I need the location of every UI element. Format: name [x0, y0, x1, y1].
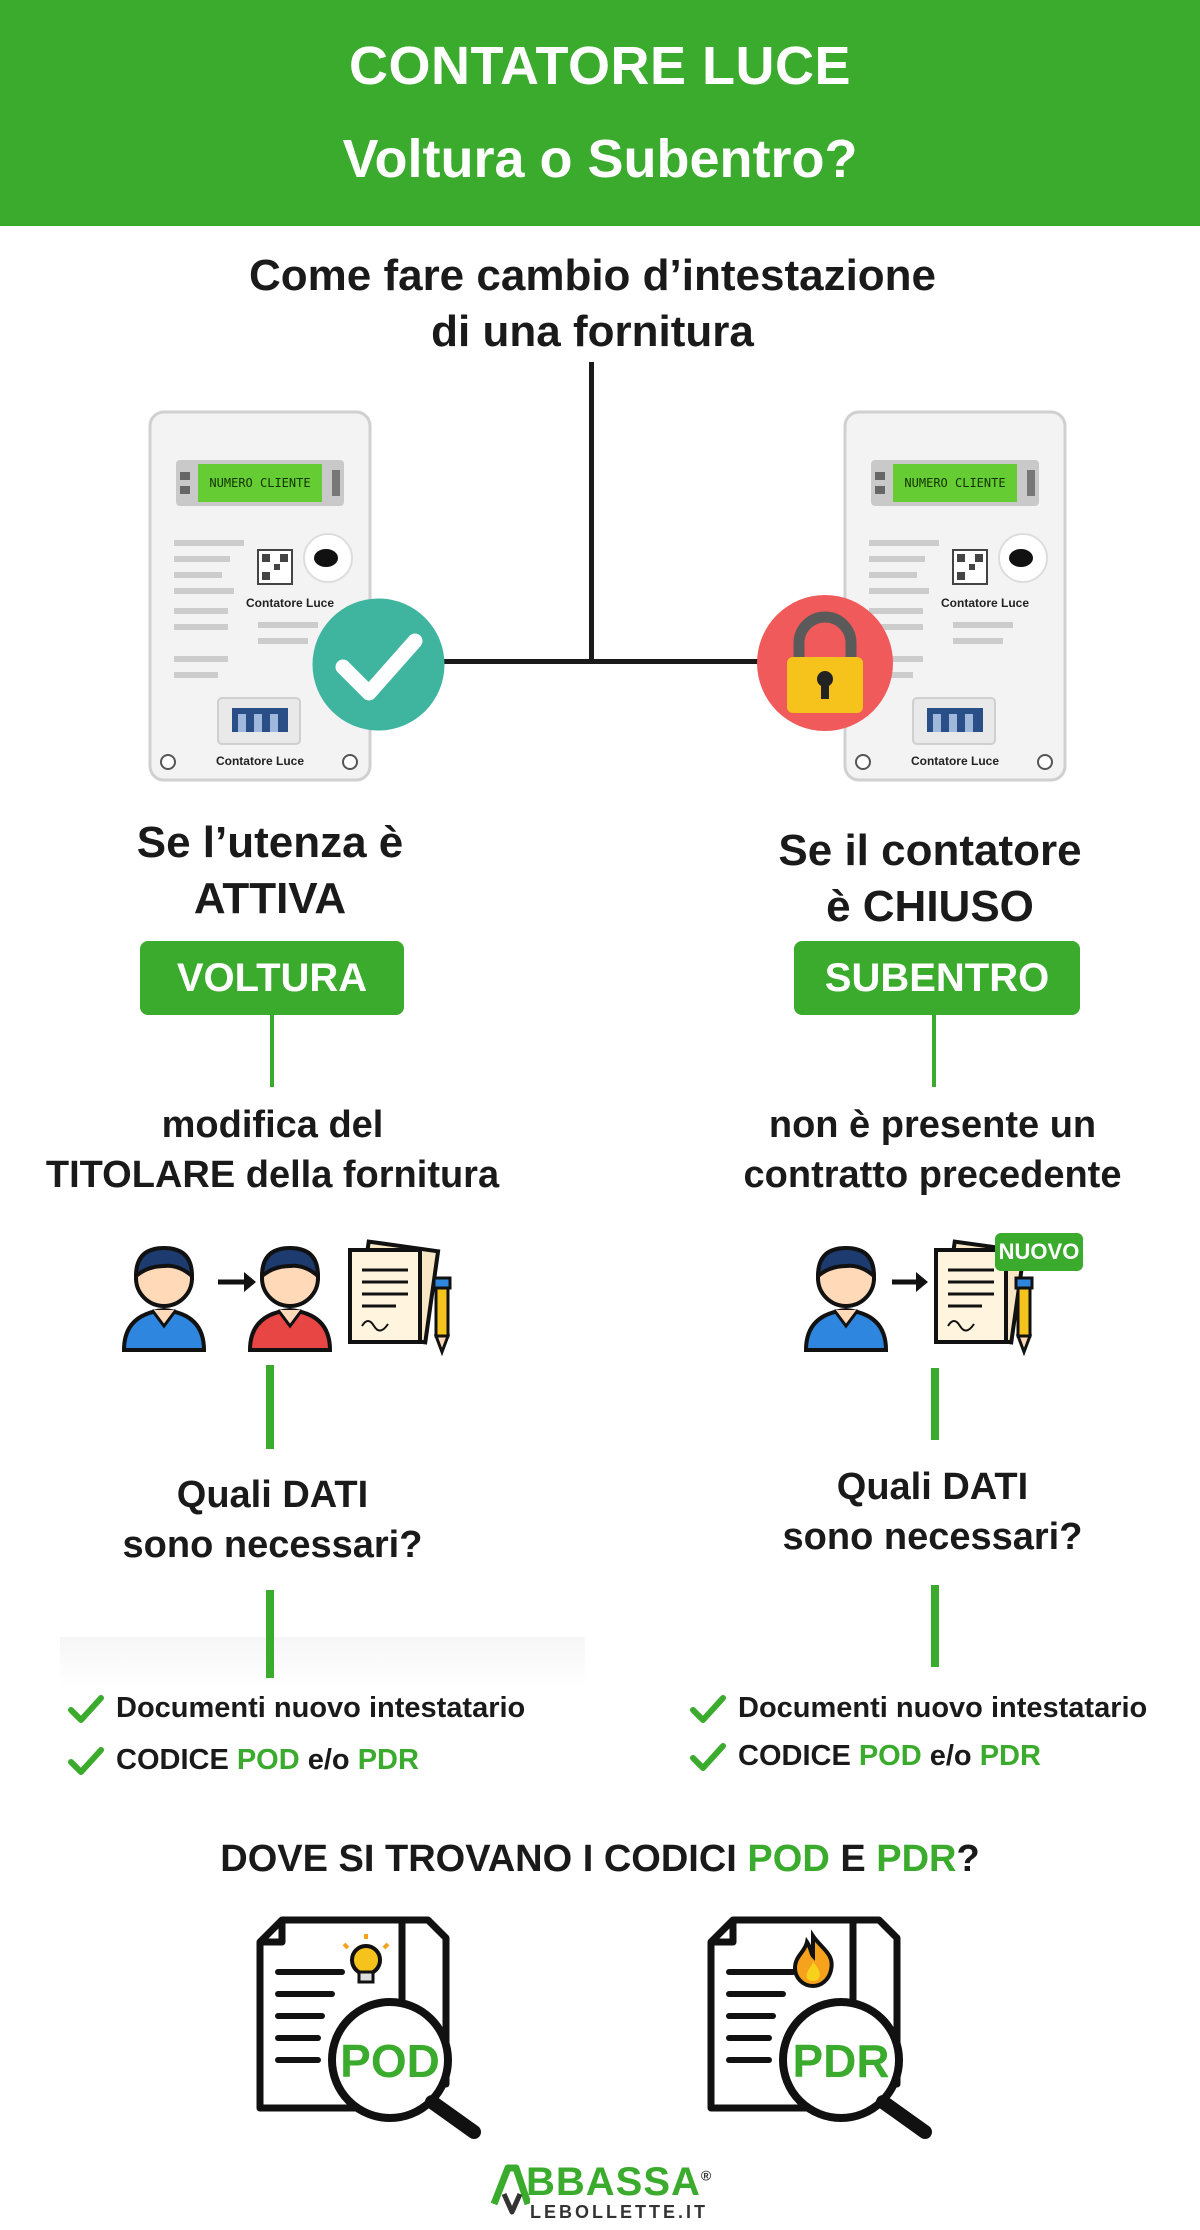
- left-question-line-1: Quali DATI: [176, 1474, 369, 1516]
- new-contract-tag: NUOVO: [995, 1233, 1083, 1271]
- left-check-codes: CODICE POD e/o PDR: [68, 1744, 419, 1777]
- header-banner: [0, 0, 1200, 226]
- check-icon: [690, 1694, 726, 1723]
- left-check-documents: Documenti nuovo intestatario: [68, 1692, 525, 1725]
- left-question-line-2: sono necessari?: [122, 1524, 423, 1566]
- checkmark-icon: [311, 597, 446, 732]
- page-subtitle: Voltura o Subentro?: [342, 129, 858, 189]
- right-connector-1: [932, 1015, 936, 1087]
- intro-line-2: di una fornitura: [431, 307, 754, 356]
- padlock-icon: [755, 593, 895, 733]
- meter-left-bottom-label: Contatore Luce: [215, 754, 304, 768]
- left-condition-line-1: Se l’utenza è: [136, 818, 404, 867]
- intro-line-1: Come fare cambio d’intestazione: [248, 251, 937, 300]
- left-description-line-2: TITOLARE della fornitura: [45, 1154, 500, 1196]
- codes-question-prefix: DOVE SI TROVANO I CODICI: [220, 1838, 748, 1880]
- logo-sub-text: LEBOLLETTE.IT: [530, 2202, 708, 2222]
- left-check-documents-text: Documenti nuovo intestatario: [116, 1692, 526, 1724]
- right-question-line-2: sono necessari?: [782, 1516, 1083, 1558]
- right-code-pod: POD: [858, 1740, 922, 1772]
- meter-right-brand: Contatore Luce: [941, 596, 1030, 610]
- right-check-documents-text: Documenti nuovo intestatario: [738, 1692, 1148, 1724]
- right-check-codes: CODICE POD e/o PDR: [690, 1740, 1041, 1773]
- right-code-mid: e/o: [921, 1740, 980, 1772]
- voltura-badge: VOLTURA: [140, 941, 404, 1015]
- left-description-line-1: modifica del: [161, 1104, 384, 1146]
- left-connector-2: [266, 1365, 274, 1449]
- right-code-pdr: PDR: [979, 1740, 1041, 1772]
- logo-main-text: BBASSA®: [526, 2160, 712, 2205]
- codes-question-and: E: [829, 1838, 877, 1880]
- left-code-pdr: PDR: [357, 1744, 419, 1776]
- logo-arrow-icon: [490, 2164, 530, 2215]
- pod-document-search-icon: POD: [252, 1912, 488, 2142]
- codes-question-suffix: ?: [956, 1838, 980, 1880]
- right-description-line-1: non è presente un: [768, 1104, 1097, 1146]
- pod-label: POD: [340, 2035, 440, 2087]
- tree-horizontal-line: [440, 659, 760, 664]
- codes-location-question: DOVE SI TROVANO I CODICI POD E PDR?: [0, 1838, 1200, 1881]
- left-code-mid: e/o: [299, 1744, 358, 1776]
- left-code-pod: POD: [236, 1744, 300, 1776]
- check-icon: [68, 1694, 104, 1723]
- meter-right: NUMERO CLIENTE Contatore Luce Contatore …: [843, 410, 1067, 782]
- subentro-badge: SUBENTRO: [794, 941, 1080, 1015]
- right-description-line-2: contratto precedente: [743, 1154, 1122, 1196]
- right-connector-3: [931, 1585, 939, 1667]
- right-check-documents: Documenti nuovo intestatario: [690, 1692, 1147, 1725]
- codes-question-pod: POD: [747, 1838, 830, 1880]
- meter-left-brand: Contatore Luce: [246, 596, 335, 610]
- pdr-document-search-icon: PDR: [703, 1912, 939, 2142]
- meter-left: NUMERO CLIENTE Contatore Luce Contatore …: [148, 410, 372, 782]
- left-faded-strip: [60, 1637, 585, 1687]
- logo-main: BBASSA: [526, 2160, 701, 2204]
- check-icon: [690, 1742, 726, 1771]
- left-connector-1: [270, 1015, 274, 1087]
- right-condition-line-2: è CHIUSO: [826, 882, 1034, 931]
- right-user-to-new-contract-illustration: [800, 1238, 1060, 1358]
- right-connector-2: [931, 1368, 939, 1440]
- left-connector-3: [266, 1590, 274, 1678]
- right-condition-line-1: Se il contatore: [778, 826, 1082, 875]
- left-code-prefix: CODICE: [116, 1744, 237, 1776]
- logo-registered: ®: [700, 2167, 713, 2184]
- right-code-prefix: CODICE: [738, 1740, 859, 1772]
- check-icon: [68, 1746, 104, 1775]
- tree-vertical-line: [589, 362, 594, 664]
- left-users-to-user-illustration: [118, 1238, 468, 1358]
- left-condition-line-2: ATTIVA: [193, 874, 347, 923]
- meter-left-display-label: NUMERO CLIENTE: [209, 476, 311, 490]
- page-title: CONTATORE LUCE: [349, 36, 851, 96]
- meter-right-display-label: NUMERO CLIENTE: [904, 476, 1006, 490]
- pdr-label: PDR: [792, 2035, 890, 2087]
- meter-right-bottom-label: Contatore Luce: [910, 754, 999, 768]
- codes-question-pdr: PDR: [876, 1838, 957, 1880]
- brand-logo: BBASSA® LEBOLLETTE.IT: [490, 2160, 711, 2224]
- right-question-line-1: Quali DATI: [836, 1466, 1029, 1508]
